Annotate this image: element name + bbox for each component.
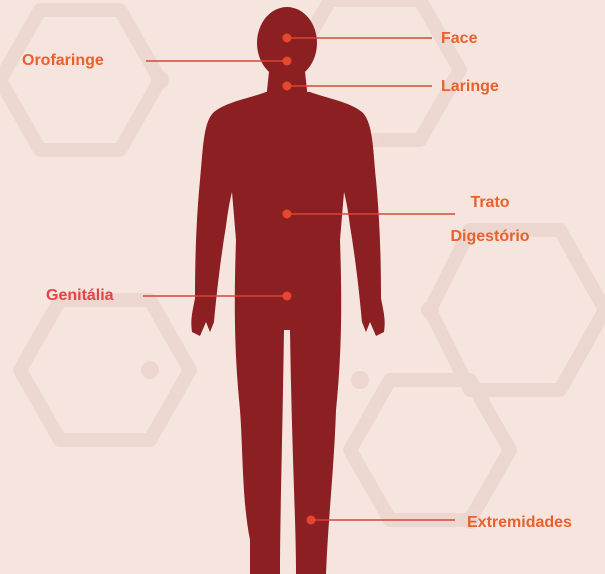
label-orofaringe: Orofaringe <box>22 50 104 72</box>
label-trato-line1: Trato <box>440 192 540 214</box>
marker-orofaringe <box>283 57 292 66</box>
marker-laringe <box>283 82 292 91</box>
label-face: Face <box>441 28 477 50</box>
label-extremidades: Extremidades <box>467 512 572 534</box>
marker-genitalia <box>283 292 292 301</box>
marker-face <box>283 34 292 43</box>
label-laringe: Laringe <box>441 76 499 98</box>
label-genitalia: Genitália <box>46 285 114 307</box>
marker-trato <box>283 210 292 219</box>
human-silhouette-icon <box>191 7 384 574</box>
marker-extremidades <box>307 516 316 525</box>
label-trato-line2: Digestório <box>440 226 540 248</box>
